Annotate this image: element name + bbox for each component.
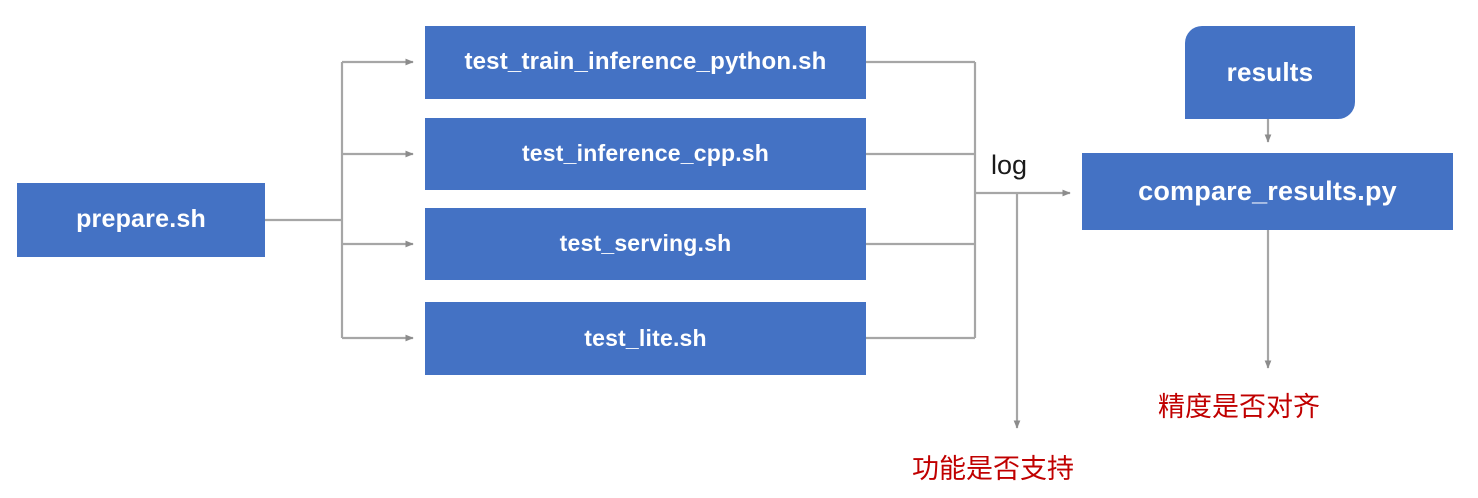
node-test-inference-cpp[interactable]: test_inference_cpp.sh [425, 118, 866, 190]
node-test-serving[interactable]: test_serving.sh [425, 208, 866, 280]
node-test-train-inference-python[interactable]: test_train_inference_python.sh [425, 26, 866, 99]
node-step-label: test_lite.sh [584, 324, 707, 351]
node-results-label: results [1226, 57, 1314, 88]
node-compare-label: compare_results.py [1138, 175, 1397, 206]
node-step-label: test_train_inference_python.sh [464, 48, 827, 76]
node-results[interactable]: results [1185, 26, 1355, 119]
note-precision-aligned: 精度是否对齐 [1158, 392, 1320, 422]
note-function-support: 功能是否支持 [912, 454, 1074, 484]
node-compare-results-py[interactable]: compare_results.py [1082, 153, 1453, 230]
node-test-lite[interactable]: test_lite.sh [425, 302, 866, 375]
edge-label-log: log [991, 150, 1028, 180]
node-step-label: test_inference_cpp.sh [521, 140, 770, 167]
node-prepare-sh[interactable]: prepare.sh [17, 183, 265, 257]
node-step-label: test_serving.sh [559, 230, 732, 257]
node-prepare-label: prepare.sh [76, 205, 206, 234]
